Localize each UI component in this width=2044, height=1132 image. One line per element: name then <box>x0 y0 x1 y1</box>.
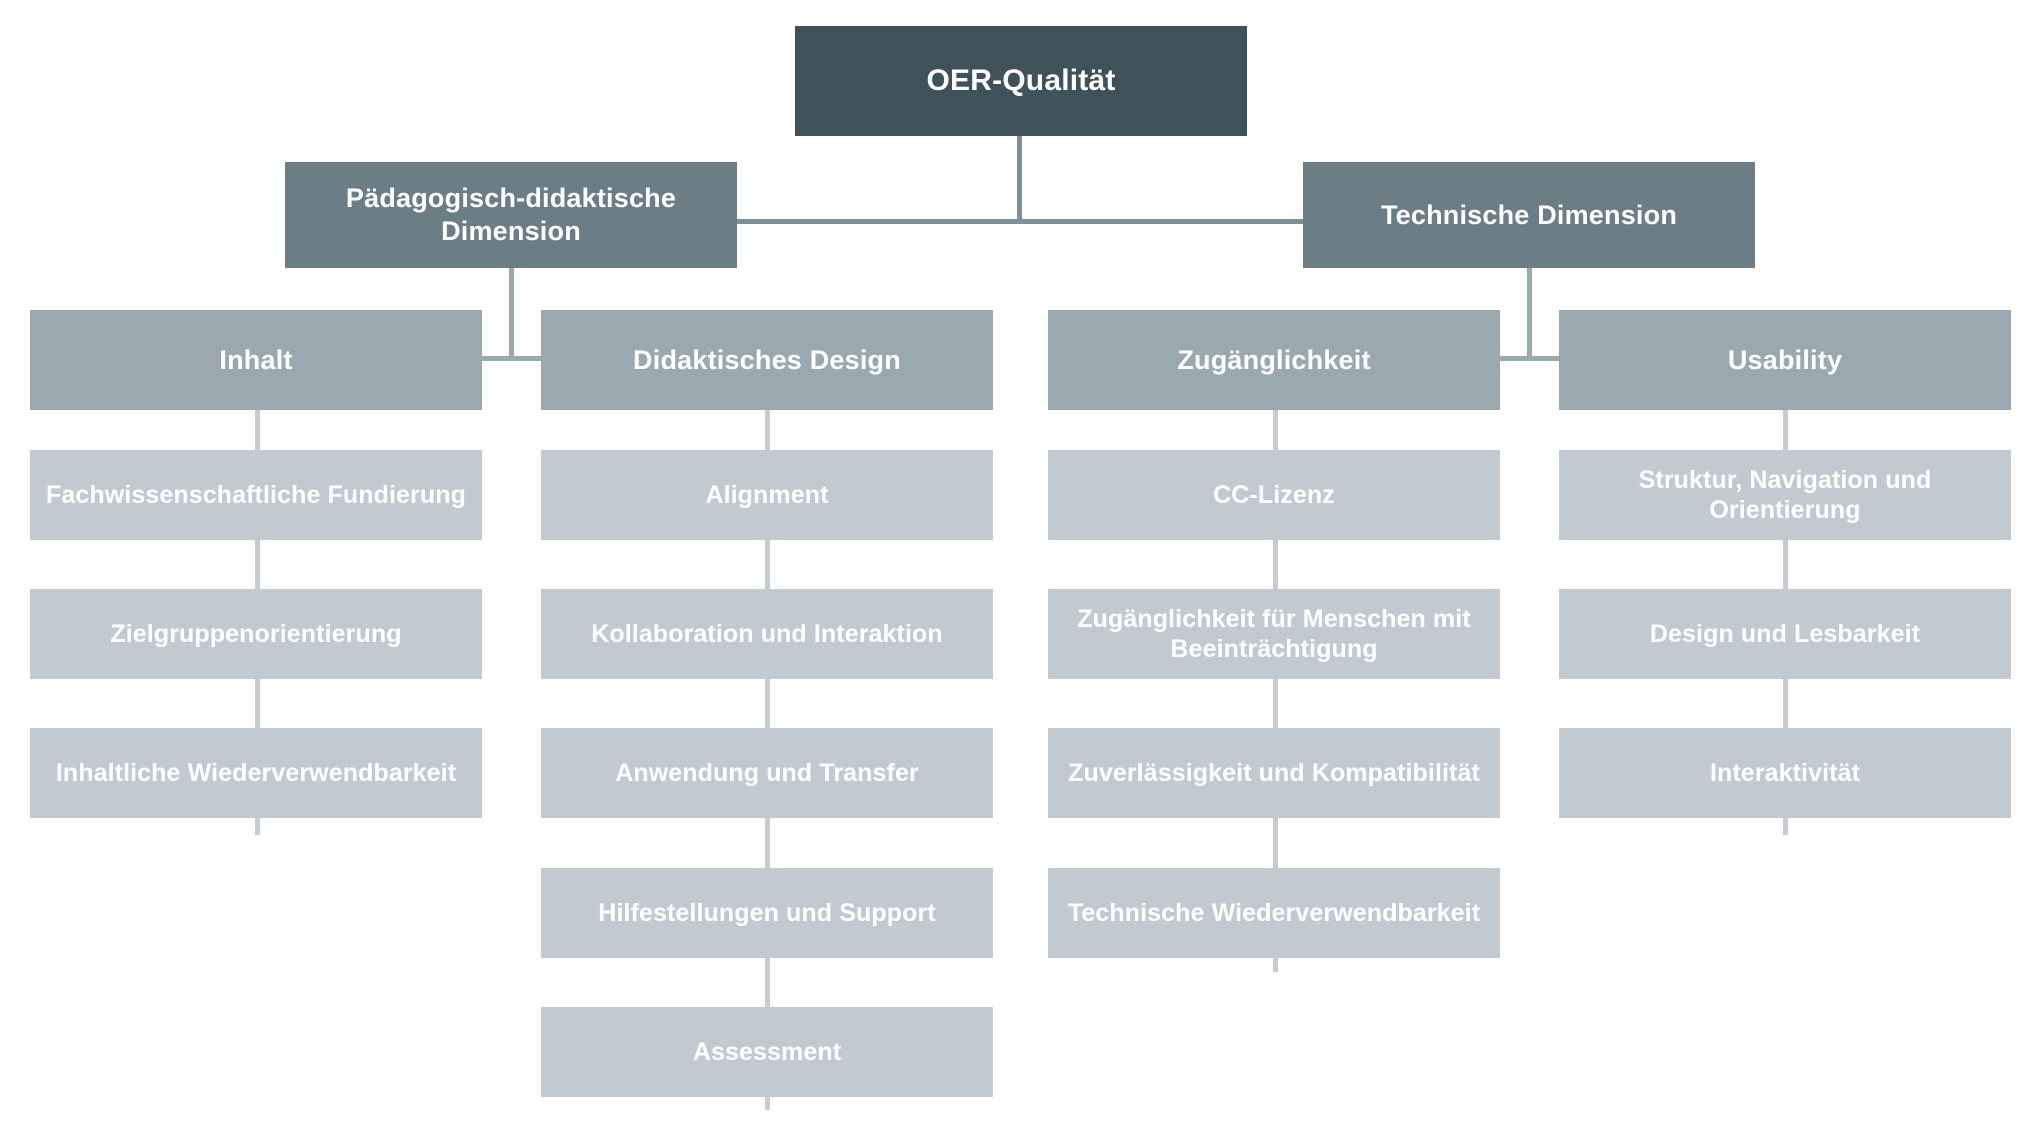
connector-right-dimension-stem <box>1527 266 1532 359</box>
node-leaf-anwendung-und-transfer[interactable]: Anwendung und Transfer <box>541 728 993 818</box>
node-leaf-kollaboration-und-interaktion[interactable]: Kollaboration und Interaktion <box>541 589 993 679</box>
node-leaf-fachwissenschaftliche-fundierung[interactable]: Fachwissenschaftliche Fundierung <box>30 450 482 540</box>
node-label: OER-Qualität <box>926 63 1116 97</box>
node-label: Alignment <box>705 480 829 509</box>
node-dimension-paedagogisch-didaktisch[interactable]: Pädagogisch-didaktische Dimension <box>285 162 737 268</box>
node-label: Technische Dimension <box>1380 199 1678 230</box>
connector-left-dimension-stem <box>509 266 514 359</box>
node-category-usability[interactable]: Usability <box>1559 310 2011 410</box>
node-label: Zugänglichkeit für Menschen mit Beeinträ… <box>1077 604 1471 664</box>
node-leaf-zielgruppenorientierung[interactable]: Zielgruppenorientierung <box>30 589 482 679</box>
node-leaf-struktur-navigation-und-orientierung[interactable]: Struktur, Navigation und Orientierung <box>1559 450 2011 540</box>
node-leaf-zugaenglichkeit-fuer-menschen-mit-beeintraechtigung[interactable]: Zugänglichkeit für Menschen mit Beeinträ… <box>1048 589 1500 679</box>
node-category-inhalt[interactable]: Inhalt <box>30 310 482 410</box>
node-root-oer-qualitaet[interactable]: OER-Qualität <box>795 26 1247 136</box>
node-dimension-technisch[interactable]: Technische Dimension <box>1303 162 1755 268</box>
node-label: Technische Wiederverwendbarkeit <box>1067 898 1481 927</box>
node-label: Zugänglichkeit <box>1177 344 1371 375</box>
connector-spine-zugaenglichkeit <box>1273 410 1278 972</box>
node-category-zugaenglichkeit[interactable]: Zugänglichkeit <box>1048 310 1500 410</box>
node-label: Inhaltliche Wiederverwendbarkeit <box>55 758 457 787</box>
node-label: Anwendung und Transfer <box>615 758 919 787</box>
node-label: Fachwissenschaftliche Fundierung <box>46 480 466 509</box>
node-leaf-assessment[interactable]: Assessment <box>541 1007 993 1097</box>
node-label: Usability <box>1727 344 1843 375</box>
node-leaf-inhaltliche-wiederverwendbarkeit[interactable]: Inhaltliche Wiederverwendbarkeit <box>30 728 482 818</box>
node-label: Didaktisches Design <box>633 344 901 375</box>
node-label: Zuverlässigkeit und Kompatibilität <box>1068 758 1480 787</box>
connector-right-category-crossbar <box>1214 356 1851 361</box>
node-label: Struktur, Navigation und Orientierung <box>1638 465 1932 525</box>
node-leaf-hilfestellungen-und-support[interactable]: Hilfestellungen und Support <box>541 868 993 958</box>
node-category-didaktisches-design[interactable]: Didaktisches Design <box>541 310 993 410</box>
connector-root-stem <box>1017 100 1022 222</box>
node-label: CC-Lizenz <box>1213 480 1335 509</box>
node-label: Inhalt <box>219 344 293 375</box>
node-label: Interaktivität <box>1709 758 1861 787</box>
node-leaf-zuverlaessigkeit-und-kompatibilitaet[interactable]: Zuverlässigkeit und Kompatibilität <box>1048 728 1500 818</box>
node-label: Pädagogisch-didaktische Dimension <box>345 183 677 246</box>
node-leaf-interaktivitaet[interactable]: Interaktivität <box>1559 728 2011 818</box>
node-leaf-cc-lizenz[interactable]: CC-Lizenz <box>1048 450 1500 540</box>
connector-dimension-crossbar <box>404 219 1634 224</box>
node-label: Kollaboration und Interaktion <box>591 619 943 648</box>
node-leaf-design-und-lesbarkeit[interactable]: Design und Lesbarkeit <box>1559 589 2011 679</box>
node-leaf-alignment[interactable]: Alignment <box>541 450 993 540</box>
node-label: Assessment <box>692 1037 842 1066</box>
node-leaf-technische-wiederverwendbarkeit[interactable]: Technische Wiederverwendbarkeit <box>1048 868 1500 958</box>
node-label: Zielgruppenorientierung <box>110 619 402 648</box>
node-label: Design und Lesbarkeit <box>1649 619 1921 648</box>
connector-left-category-crossbar <box>196 356 833 361</box>
node-label: Hilfestellungen und Support <box>598 898 936 927</box>
